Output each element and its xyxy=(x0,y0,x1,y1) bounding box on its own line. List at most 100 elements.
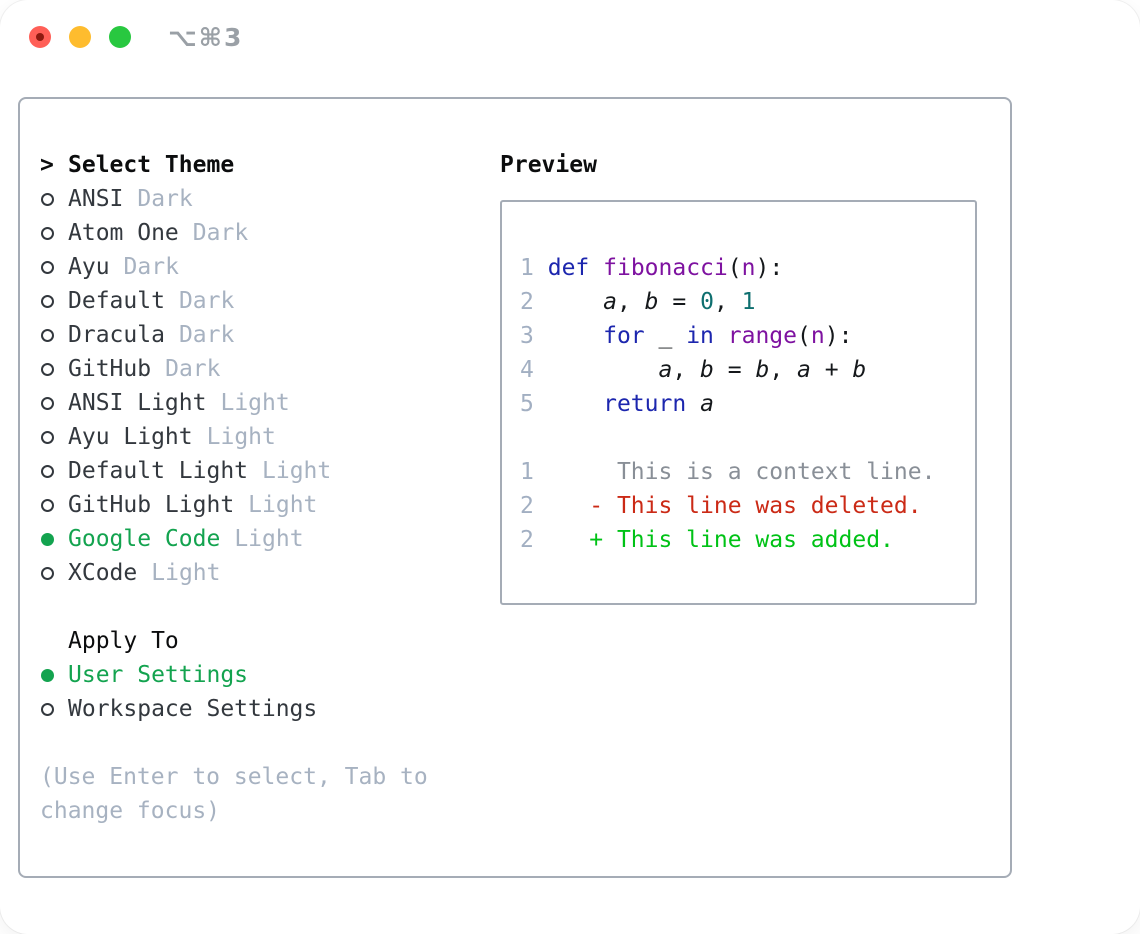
option-variant: Dark xyxy=(178,322,235,348)
radio-unselected-icon xyxy=(41,226,54,240)
option-variant: Light xyxy=(206,424,276,450)
radio-unselected-icon xyxy=(41,328,54,342)
preview-line: 5 return a xyxy=(520,391,714,417)
option-variant: Dark xyxy=(123,254,179,280)
option-label: XCode xyxy=(68,560,138,586)
option-label: Dracula xyxy=(68,322,165,348)
radio-selected-icon xyxy=(41,532,54,546)
radio-icon xyxy=(40,668,68,682)
close-button[interactable] xyxy=(29,26,51,48)
radio-icon xyxy=(40,362,68,376)
option-variant: Light xyxy=(151,560,221,586)
radio-icon xyxy=(40,226,68,240)
radio-icon xyxy=(40,566,68,580)
preview-line: 1 def fibonacci(n): xyxy=(520,255,784,281)
window-title: ⌥⌘3 xyxy=(168,22,244,52)
radio-icon xyxy=(40,192,68,206)
select-theme-header: > Select Theme xyxy=(40,148,500,182)
theme-option[interactable]: Dracula Dark xyxy=(40,318,500,352)
preview-line: 2 - This line was deleted. xyxy=(520,493,922,519)
select-theme-header-label: Select Theme xyxy=(68,152,235,178)
option-variant: Light xyxy=(220,390,290,416)
apply-option[interactable]: Workspace Settings xyxy=(40,692,500,726)
option-variant: Dark xyxy=(165,356,221,382)
spacer xyxy=(40,726,500,760)
hint-line: (Use Enter to select, Tab to xyxy=(40,764,428,790)
radio-unselected-icon xyxy=(41,362,54,376)
theme-option[interactable]: XCode Light xyxy=(40,556,500,590)
zoom-button[interactable] xyxy=(109,26,131,48)
radio-unselected-icon xyxy=(41,464,54,478)
apply-option[interactable]: User Settings xyxy=(40,658,500,692)
option-variant: Dark xyxy=(178,288,235,314)
option-label: GitHub Light xyxy=(68,492,235,518)
hint-line: change focus) xyxy=(40,798,221,824)
option-label: User Settings xyxy=(68,662,249,688)
preview-line xyxy=(520,421,975,455)
option-variant: Dark xyxy=(137,186,193,212)
option-label: Workspace Settings xyxy=(68,696,318,722)
preview-line: 3 for _ in range(n): xyxy=(520,323,853,349)
titlebar: ⌥⌘3 xyxy=(29,23,243,52)
theme-option[interactable]: GitHub Light Light xyxy=(40,488,500,522)
apply-to-header: Apply To xyxy=(40,624,500,658)
option-variant: Light xyxy=(234,526,304,552)
theme-option[interactable]: Ayu Dark xyxy=(40,250,500,284)
option-variant: Dark xyxy=(192,220,249,246)
radio-unselected-icon xyxy=(41,260,54,274)
cursor-icon: > xyxy=(40,152,54,178)
radio-icon xyxy=(40,532,68,546)
radio-unselected-icon xyxy=(41,192,54,206)
radio-icon xyxy=(40,464,68,478)
preview-header-label: Preview xyxy=(500,152,597,178)
radio-icon xyxy=(40,294,68,308)
radio-icon xyxy=(40,430,68,444)
preview-line: 2 a, b = 0, 1 xyxy=(520,289,756,315)
option-label: Default xyxy=(68,288,165,314)
option-label: Default Light xyxy=(68,458,249,484)
preview-line: 4 a, b = b, a + b xyxy=(520,357,867,383)
radio-icon xyxy=(40,498,68,512)
theme-option[interactable]: ANSI Light Light xyxy=(40,386,500,420)
theme-option[interactable]: Ayu Light Light xyxy=(40,420,500,454)
preview-box: 1 def fibonacci(n): 2 a, b = 0, 1 3 for _ … xyxy=(500,200,977,605)
option-label: Ayu Light xyxy=(68,424,193,450)
theme-option[interactable]: GitHub Dark xyxy=(40,352,500,386)
option-label: ANSI Light xyxy=(68,390,207,416)
preview-header: Preview xyxy=(500,148,1010,182)
theme-option[interactable]: Google Code Light xyxy=(40,522,500,556)
option-label: Ayu xyxy=(68,254,110,280)
radio-unselected-icon xyxy=(41,294,54,308)
preview-line: 1 This is a context line. xyxy=(520,459,936,485)
theme-option[interactable]: Default Dark xyxy=(40,284,500,318)
radio-icon xyxy=(40,260,68,274)
preview-code: 1 def fibonacci(n): 2 a, b = 0, 1 3 for _ … xyxy=(520,251,975,557)
option-label: GitHub xyxy=(68,356,152,382)
theme-option[interactable]: ANSI Dark xyxy=(40,182,500,216)
radio-unselected-icon xyxy=(41,498,54,512)
radio-unselected-icon xyxy=(41,430,54,444)
radio-icon xyxy=(40,396,68,410)
radio-unselected-icon xyxy=(41,702,54,716)
preview-line: 2 + This line was added. xyxy=(520,527,894,553)
spacer xyxy=(40,590,500,624)
option-label: Google Code xyxy=(68,526,221,552)
hint-text: (Use Enter to select, Tab to change focus… xyxy=(40,760,500,828)
radio-icon xyxy=(40,702,68,716)
theme-option[interactable]: Atom One Dark xyxy=(40,216,500,250)
preview-section: Preview 1 def fibonacci(n): 2 a, b = 0, 1… xyxy=(500,148,1010,828)
minimize-button[interactable] xyxy=(69,26,91,48)
option-label: Atom One xyxy=(68,220,179,246)
radio-icon xyxy=(40,328,68,342)
option-label: ANSI xyxy=(68,186,124,212)
option-variant: Light xyxy=(248,492,318,518)
radio-unselected-icon xyxy=(41,566,54,580)
radio-unselected-icon xyxy=(41,396,54,410)
